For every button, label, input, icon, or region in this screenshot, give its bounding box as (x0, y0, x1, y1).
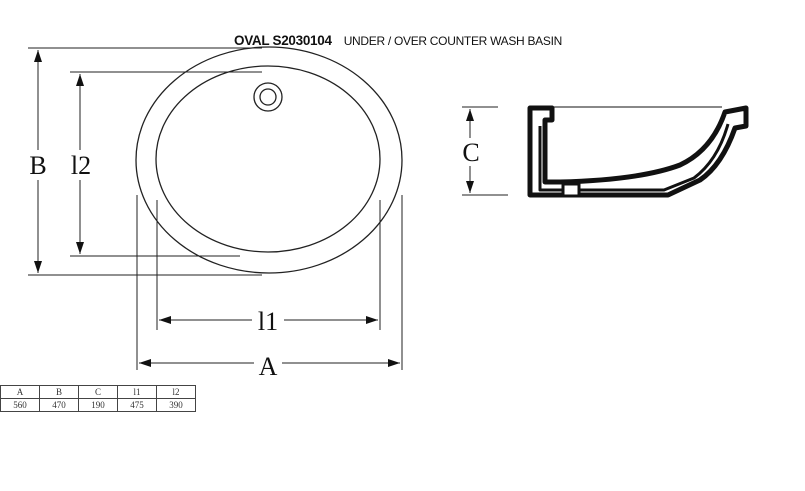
model-code: OVAL S2030104 (234, 33, 332, 48)
table-header-row: A B C l1 l2 (0, 385, 196, 399)
value-l2: 390 (156, 398, 196, 412)
product-description: UNDER / OVER COUNTER WASH BASIN (343, 34, 563, 48)
basin-cross-section (527, 105, 749, 198)
label-l2: l2 (71, 151, 91, 180)
drain-icon (253, 82, 283, 112)
dimensions-table: A B C l1 l2 560 470 190 475 390 (0, 385, 196, 412)
value-l1: 475 (117, 398, 157, 412)
value-B: 470 (39, 398, 79, 412)
value-A: 560 (0, 398, 40, 412)
dimension-C (462, 106, 508, 196)
basin-top-view (135, 46, 403, 274)
dimension-l2 (66, 71, 262, 257)
header-l2: l2 (156, 385, 196, 399)
header-l1: l1 (117, 385, 157, 399)
product-code: S2030104 (272, 33, 332, 48)
table-row: 560 470 190 475 390 (0, 398, 196, 412)
label-A: A (259, 352, 278, 381)
dimension-l1 (156, 200, 381, 334)
dimension-B (26, 47, 262, 276)
header-A: A (0, 385, 40, 399)
header-B: B (39, 385, 79, 399)
value-C: 190 (78, 398, 118, 412)
label-B: B (29, 151, 46, 180)
dimension-A (136, 195, 403, 378)
shape-name: OVAL (234, 33, 270, 48)
header-C: C (78, 385, 118, 399)
label-l1: l1 (258, 307, 278, 336)
label-C: C (462, 138, 479, 167)
drawing-title: OVAL S2030104 UNDER / OVER COUNTER WASH B… (234, 33, 562, 48)
